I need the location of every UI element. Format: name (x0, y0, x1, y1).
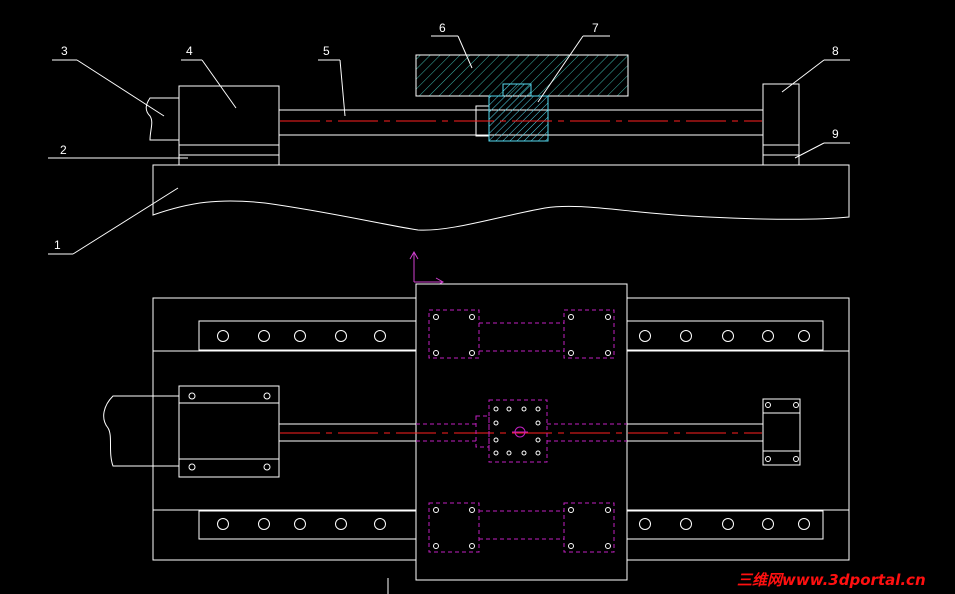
rail-holes (217, 330, 810, 530)
bearing-bolt-hole (765, 456, 771, 462)
nut-bolt-hole (535, 437, 541, 443)
rail-hole (294, 330, 306, 342)
bearing-bolt-hole (793, 402, 799, 408)
callout-6: 6 (439, 21, 446, 35)
nut-bolt-hole (493, 420, 499, 426)
slider-bolt-hole (568, 350, 574, 356)
slider-bolt-hole (433, 314, 439, 320)
motor-block (178, 85, 280, 146)
bearing-bolt-hole (793, 456, 799, 462)
slider-bolt-hole (433, 350, 439, 356)
slider-bolt-hole (605, 507, 611, 513)
callout-3: 3 (61, 44, 68, 58)
motor-bolt-hole (188, 463, 196, 471)
motor-shaft-plan (103, 395, 179, 467)
slider-block-tl (428, 309, 480, 359)
nut-bolt-hole (506, 450, 512, 456)
nut-plan (488, 399, 548, 463)
callout-1: 1 (54, 238, 61, 252)
rail-hole (258, 518, 270, 530)
rail-hole (335, 330, 347, 342)
rail-hole (680, 330, 692, 342)
callout-7: 7 (592, 21, 599, 35)
end-bearing-block (762, 83, 800, 166)
bearing-bolt-hole (765, 402, 771, 408)
rail-hole (639, 330, 651, 342)
rail-hole (762, 518, 774, 530)
rail-hole (217, 518, 229, 530)
slider-bolt-hole (469, 543, 475, 549)
callout-leaders (48, 35, 850, 255)
rail-hole (798, 330, 810, 342)
rail-hole (680, 518, 692, 530)
slider-bolt-hole (568, 507, 574, 513)
rail-hole (258, 330, 270, 342)
nut-bolt-hole (493, 450, 499, 456)
end-bearing-plan (762, 398, 801, 466)
rail-hole (722, 518, 734, 530)
slider-bolt-hole (605, 543, 611, 549)
nut-bolt-hole (535, 450, 541, 456)
slider-bolt-hole (605, 350, 611, 356)
rail-hole (335, 518, 347, 530)
slider-bolt-hole (433, 507, 439, 513)
callout-2: 2 (60, 143, 67, 157)
slider-bolt-hole (568, 314, 574, 320)
rail-hole (722, 330, 734, 342)
mounting-holes (188, 314, 799, 549)
callout-9: 9 (832, 127, 839, 141)
callout-labels: 1 2 3 4 5 6 7 8 9 (54, 21, 839, 252)
callout-4: 4 (186, 44, 193, 58)
slider-bolt-hole (469, 350, 475, 356)
lead-screw-nut (488, 83, 549, 142)
motor-block-plan (178, 385, 280, 478)
motor-bolt-hole (263, 463, 271, 471)
rail-hole (798, 518, 810, 530)
rail-hole (217, 330, 229, 342)
slider-block-bl (428, 502, 480, 553)
rail-hole (374, 330, 386, 342)
watermark-text: 三维网www.3dportal.cn (737, 571, 926, 589)
slider-bolt-hole (605, 314, 611, 320)
nut-bolt-hole (521, 406, 527, 412)
slider-block-tr (563, 309, 615, 359)
slider-bolt-hole (469, 314, 475, 320)
hidden-lines (416, 309, 627, 553)
nut-center-mark (512, 426, 528, 438)
motor-bolt-hole (188, 392, 196, 400)
motor-shaft-stub (145, 97, 179, 141)
nut-bolt-hole (521, 450, 527, 456)
nut-bolt-hole (493, 437, 499, 443)
rail-hole (639, 518, 651, 530)
motor-bolt-hole (263, 392, 271, 400)
nut-bolt-hole (535, 420, 541, 426)
base-body (152, 164, 850, 231)
slider-block-br (563, 502, 615, 553)
nut-bolt-hole (506, 406, 512, 412)
ucs-icon (409, 250, 445, 287)
callout-5: 5 (323, 44, 330, 58)
rail-hole (762, 330, 774, 342)
callout-8: 8 (832, 44, 839, 58)
slider-bolt-hole (469, 507, 475, 513)
nut-bolt-hole (535, 406, 541, 412)
rail-hole (374, 518, 386, 530)
slider-bolt-hole (433, 543, 439, 549)
slider-bolt-hole (568, 543, 574, 549)
nut-bolt-hole (493, 406, 499, 412)
rail-hole (294, 518, 306, 530)
